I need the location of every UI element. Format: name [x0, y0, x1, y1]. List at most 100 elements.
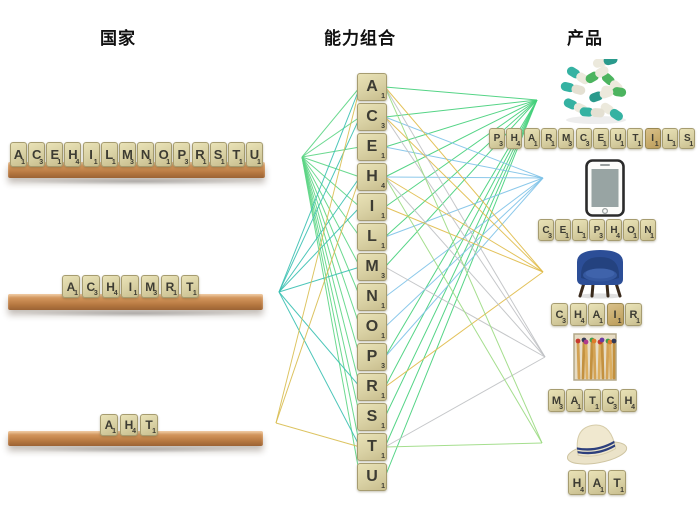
tile-point-value: 1 — [633, 233, 637, 240]
tile-letter: S — [366, 408, 378, 425]
tile-letter: R — [366, 378, 378, 395]
tile-letter: T — [367, 438, 377, 455]
tile-point-value: 3 — [39, 159, 44, 166]
tile-letter: C — [86, 279, 96, 294]
capability-product-line — [384, 86, 546, 358]
tile-point-value: 1 — [74, 290, 78, 297]
tile-letter: C — [579, 133, 588, 144]
tile-point-value: 1 — [192, 290, 197, 297]
tile-letter: U — [249, 147, 260, 162]
tile-letter: I — [613, 308, 617, 321]
tile-point-value: 1 — [650, 233, 654, 240]
tile-letter: H — [610, 224, 618, 236]
tile-point-value: 1 — [636, 318, 640, 325]
capability-product-line — [384, 177, 544, 298]
country-capability-line — [301, 156, 361, 238]
capability-product-line — [384, 177, 544, 358]
tile-point-value: 1 — [577, 404, 581, 411]
country-capability-line — [301, 156, 361, 268]
tile-letter: O — [627, 224, 635, 236]
tile-letter: S — [683, 133, 691, 144]
tile-point-value: 1 — [550, 141, 555, 148]
country-capability-line — [301, 156, 361, 388]
tile-point-value: 4 — [113, 290, 118, 297]
tile-letter: L — [367, 228, 377, 245]
tile-point-value: 3 — [93, 290, 98, 297]
tile-point-value: 1 — [600, 487, 604, 494]
tile-point-value: 1 — [133, 290, 138, 297]
country-capability-line — [301, 156, 361, 448]
capability-product-line — [384, 99, 538, 208]
tile-point-value: 1 — [381, 333, 385, 340]
capability-product-line — [384, 86, 538, 101]
tile-letter: I — [89, 147, 93, 162]
tile-point-value: 1 — [689, 141, 694, 148]
tile-point-value: 3 — [381, 273, 385, 280]
tile-point-value: 1 — [173, 290, 177, 297]
tile-point-value: 1 — [220, 159, 225, 166]
tile-letter: C — [31, 147, 42, 162]
tile-point-value: 3 — [559, 404, 563, 411]
tile-point-value: 4 — [580, 318, 585, 325]
capability-product-line — [384, 99, 538, 448]
tile-letter: U — [366, 468, 378, 485]
tile-letter: M — [562, 133, 571, 144]
tile-letter: R — [165, 279, 175, 294]
tile-letter: I — [369, 198, 375, 215]
tile-point-value: 1 — [166, 159, 171, 166]
capability-product-line — [384, 86, 544, 273]
tile-point-value: 3 — [613, 404, 617, 411]
capability-product-line — [384, 99, 538, 148]
tile-letter: H — [574, 308, 582, 321]
tile-point-value: 4 — [132, 428, 136, 435]
tile-letter: T — [613, 475, 621, 490]
capability-product-line — [384, 116, 544, 179]
tile-letter: H — [68, 147, 78, 162]
tile-point-value: 1 — [381, 93, 385, 100]
tile-point-value: 1 — [202, 159, 207, 166]
tile-letter: T — [632, 133, 639, 144]
armchair-icon — [577, 250, 623, 299]
country-capability-line — [301, 156, 361, 178]
tile-letter: T — [145, 418, 153, 432]
country-capability-line — [278, 266, 361, 293]
tile-letter: I — [651, 133, 655, 144]
tile-letter: L — [666, 133, 674, 144]
country-capability-line — [278, 291, 361, 388]
tile-point-value: 1 — [381, 423, 385, 430]
tile-point-value: 1 — [112, 428, 116, 435]
straw-hat-icon — [566, 424, 628, 465]
tile-point-value: 1 — [599, 318, 603, 325]
tile-letter: H — [572, 475, 582, 490]
tile-letter: M — [551, 394, 562, 407]
tile-letter: E — [50, 147, 60, 162]
capability-product-line — [384, 271, 544, 388]
tile-point-value: 3 — [585, 141, 590, 148]
tile-letter: N — [366, 288, 378, 305]
tile-point-value: 1 — [381, 153, 385, 160]
